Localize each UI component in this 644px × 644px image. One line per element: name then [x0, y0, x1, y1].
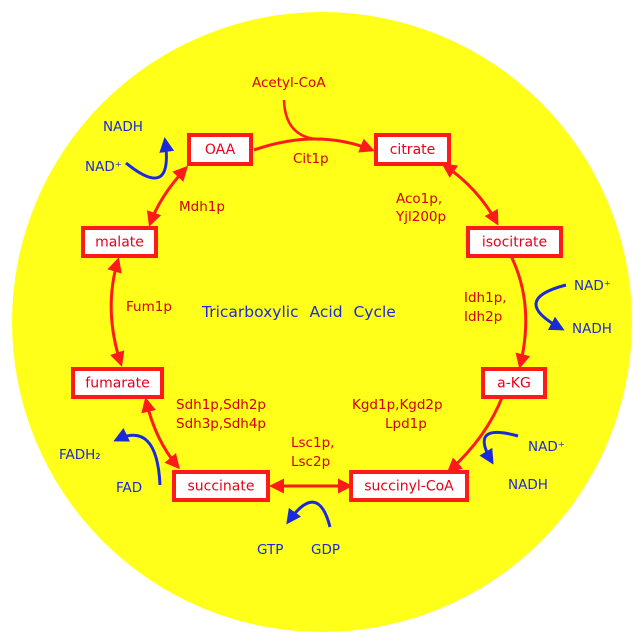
enzyme-kgd-1: Kgd1p,Kgd2p [352, 397, 443, 413]
node-malate: malate [81, 226, 158, 258]
acetyl-coa-label: Acetyl-CoA [252, 75, 326, 91]
cofactor-idh-in: NAD⁺ [574, 278, 611, 294]
node-isocitrate-label: isocitrate [482, 235, 547, 251]
node-succinyl-coa: succinyl-CoA [349, 470, 469, 502]
arrow-succinate-fumarate [141, 397, 180, 470]
cofactor-mdh-out: NADH [103, 119, 143, 135]
enzyme-sdh-2: Sdh3p,Sdh4p [176, 416, 266, 432]
node-citrate: citrate [374, 133, 451, 166]
cofactor-arc-sdh [113, 428, 162, 486]
node-oaa-label: OAA [205, 142, 236, 158]
node-fumarate-label: fumarate [85, 376, 149, 392]
node-succinate: succinate [172, 470, 270, 502]
cofactor-mdh-in: NAD⁺ [85, 159, 122, 175]
enzyme-sdh-1: Sdh1p,Sdh2p [176, 397, 266, 413]
node-succinyl-coa-label: succinyl-CoA [364, 479, 454, 495]
title-word-2: Acid [310, 303, 343, 321]
cofactor-kgd-out: NADH [508, 477, 548, 493]
enzyme-idh-1: Idh1p, [464, 290, 507, 306]
cofactor-kgd-in: NAD⁺ [528, 439, 565, 455]
node-succinate-label: succinate [187, 479, 254, 495]
cofactor-sdh-in: FAD [116, 480, 142, 496]
node-oaa: OAA [187, 133, 253, 166]
cofactor-sdh-out: FADH₂ [59, 447, 101, 463]
cofactor-lsc-in: GDP [311, 542, 340, 558]
title-word-1: Tricarboxylic [201, 303, 299, 321]
arrow-akg-succinylcoa [446, 394, 505, 474]
arrow-isocitrate-akg [509, 255, 531, 369]
node-akg-label: a-KG [497, 376, 531, 392]
enzyme-aco-1: Aco1p, [396, 191, 442, 207]
diagram-title: Tricarboxylic Acid Cycle [201, 303, 396, 321]
cofactor-arc-lsc [286, 500, 332, 528]
cofactor-arc-idh [534, 283, 567, 331]
arrow-malate-oaa [146, 165, 189, 227]
title-word-3: Cycle [353, 303, 395, 321]
acetyl-coa-arrow [282, 99, 316, 141]
enzyme-lsc-1: Lsc1p, [291, 435, 334, 451]
enzyme-cit: Cit1p [293, 151, 329, 167]
enzyme-mdh: Mdh1p [179, 199, 225, 215]
yellow-disc [12, 12, 632, 632]
node-fumarate: fumarate [71, 367, 164, 399]
enzyme-kgd-2: Lpd1p [385, 416, 427, 432]
cofactor-idh-out: NADH [572, 321, 612, 337]
enzyme-aco-2: Yjl200p [395, 209, 446, 225]
enzyme-fum: Fum1p [126, 299, 172, 315]
cofactor-arc-kgd [479, 430, 519, 465]
node-isocitrate: isocitrate [466, 226, 563, 258]
arrow-fumarate-malate [107, 257, 125, 367]
node-akg: a-KG [481, 367, 547, 399]
node-citrate-label: citrate [390, 142, 436, 158]
enzyme-idh-2: Idh2p [464, 309, 502, 325]
cofactor-arc-mdh [125, 137, 175, 180]
arrow-citrate-isocitrate [441, 163, 499, 226]
cofactor-lsc-out: GTP [257, 542, 283, 558]
enzyme-lsc-2: Lsc2p [291, 454, 330, 470]
node-malate-label: malate [95, 235, 144, 251]
